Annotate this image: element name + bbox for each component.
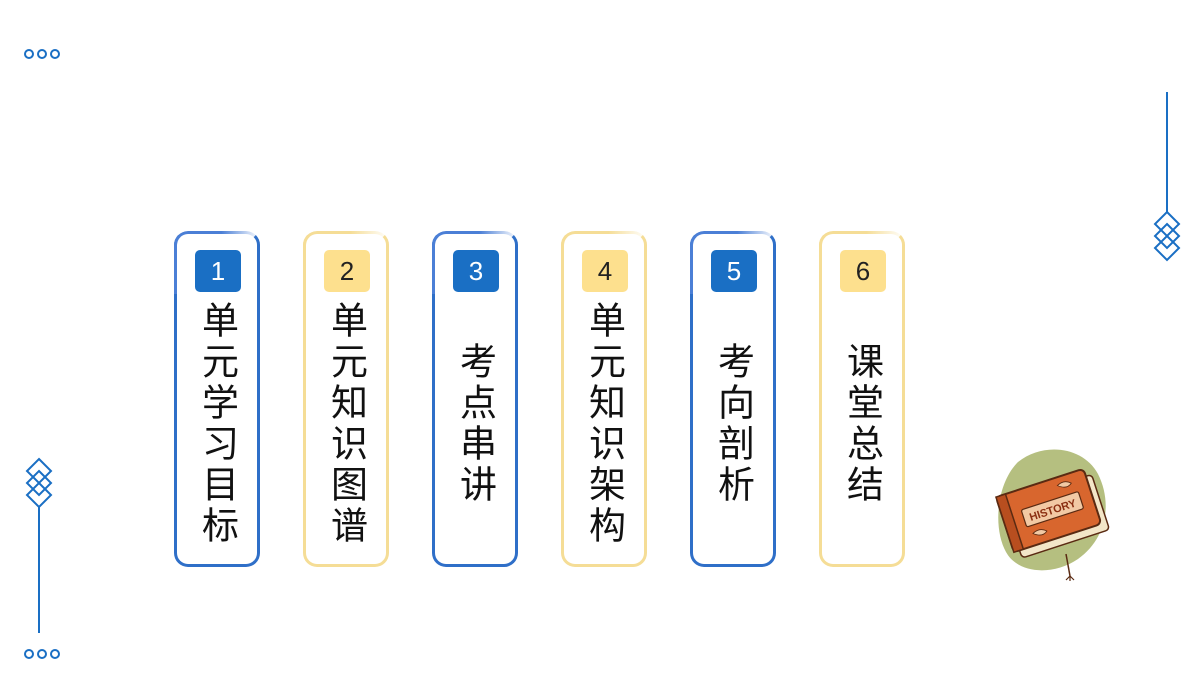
card-label: 考点串讲 [453,342,497,506]
menu-card-2[interactable]: 2 单元知识图谱 [303,231,389,567]
menu-card-4[interactable]: 4 单元知识架构 [561,231,647,567]
card-number-badge: 2 [324,250,370,292]
card-number-badge: 3 [453,250,499,292]
dots-ornament-bottom-left [24,649,60,659]
card-label: 单元学习目标 [195,301,239,547]
history-book-icon: HISTORY [994,449,1110,581]
card-number-badge: 4 [582,250,628,292]
card-number-badge: 1 [195,250,241,292]
dots-ornament-top-left [24,49,60,59]
menu-card-5[interactable]: 5 考向剖析 [690,231,776,567]
card-number-badge: 6 [840,250,886,292]
menu-card-3[interactable]: 3 考点串讲 [432,231,518,567]
menu-card-6[interactable]: 6 课堂总结 [819,231,905,567]
card-number-badge: 5 [711,250,757,292]
card-label: 单元知识图谱 [324,301,368,547]
card-label: 单元知识架构 [582,301,626,547]
diamond-line-ornament-right [1153,92,1181,262]
menu-card-1[interactable]: 1 单元学习目标 [174,231,260,567]
card-label: 课堂总结 [840,342,884,506]
diamond-line-ornament-left [25,457,53,633]
card-label: 考向剖析 [711,342,755,506]
